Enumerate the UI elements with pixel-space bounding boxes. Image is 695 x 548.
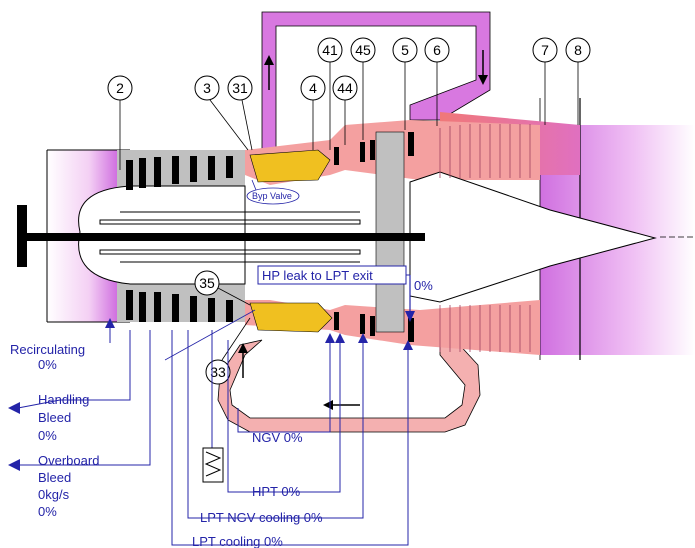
station-33-label: 33 — [210, 364, 226, 380]
overboard-bleed-label: Bleed — [38, 470, 71, 485]
combustor-lower — [250, 303, 332, 332]
station-4-label: 4 — [309, 80, 317, 96]
hp-leak-value: 0% — [414, 278, 433, 293]
station-8-label: 8 — [574, 42, 582, 58]
station-31-label: 31 — [232, 80, 248, 96]
station-5-label: 5 — [401, 42, 409, 58]
shaft-flange — [17, 205, 27, 267]
ngv-label: NGV 0% — [252, 430, 303, 445]
hp-leak-box[interactable]: HP leak to LPT exit — [258, 266, 406, 284]
station-7-label: 7 — [541, 42, 549, 58]
heat-exchanger-icon — [203, 448, 223, 482]
overboard-value: 0% — [38, 504, 57, 519]
handling-label: Handling — [38, 392, 89, 407]
recirculation-duct — [218, 340, 480, 432]
handling-value: 0% — [38, 428, 57, 443]
handling-bleed-label: Bleed — [38, 410, 71, 425]
station-44-label: 44 — [337, 80, 353, 96]
shaft — [25, 233, 425, 241]
lpt-ngv-cooling-label: LPT NGV cooling 0% — [200, 510, 323, 525]
station-2-label: 2 — [116, 80, 124, 96]
station-41-label: 41 — [322, 42, 338, 58]
station-4-marker: 4 — [301, 76, 325, 150]
recirc-arrow-left — [323, 400, 360, 410]
station-7-marker: 7 — [533, 38, 557, 125]
station-45-label: 45 — [355, 42, 371, 58]
recirculating-value: 0% — [38, 357, 57, 372]
station-3-label: 3 — [203, 80, 211, 96]
hpt-label: HPT 0% — [252, 484, 301, 499]
turbine-casing — [376, 132, 404, 332]
overboard-flow-value: 0kg/s — [38, 487, 70, 502]
lpt-cooling-label: LPT cooling 0% — [192, 534, 283, 548]
station-6-label: 6 — [433, 42, 441, 58]
hp-leak-label: HP leak to LPT exit — [262, 268, 373, 283]
station-8-marker: 8 — [566, 38, 590, 125]
combustor-upper — [250, 150, 330, 182]
overboard-label: Overboard — [38, 453, 99, 468]
recirculating-label: Recirculating — [10, 342, 85, 357]
station-35-label: 35 — [199, 275, 215, 291]
bypass-valve-label: Byp Valve — [252, 191, 292, 201]
